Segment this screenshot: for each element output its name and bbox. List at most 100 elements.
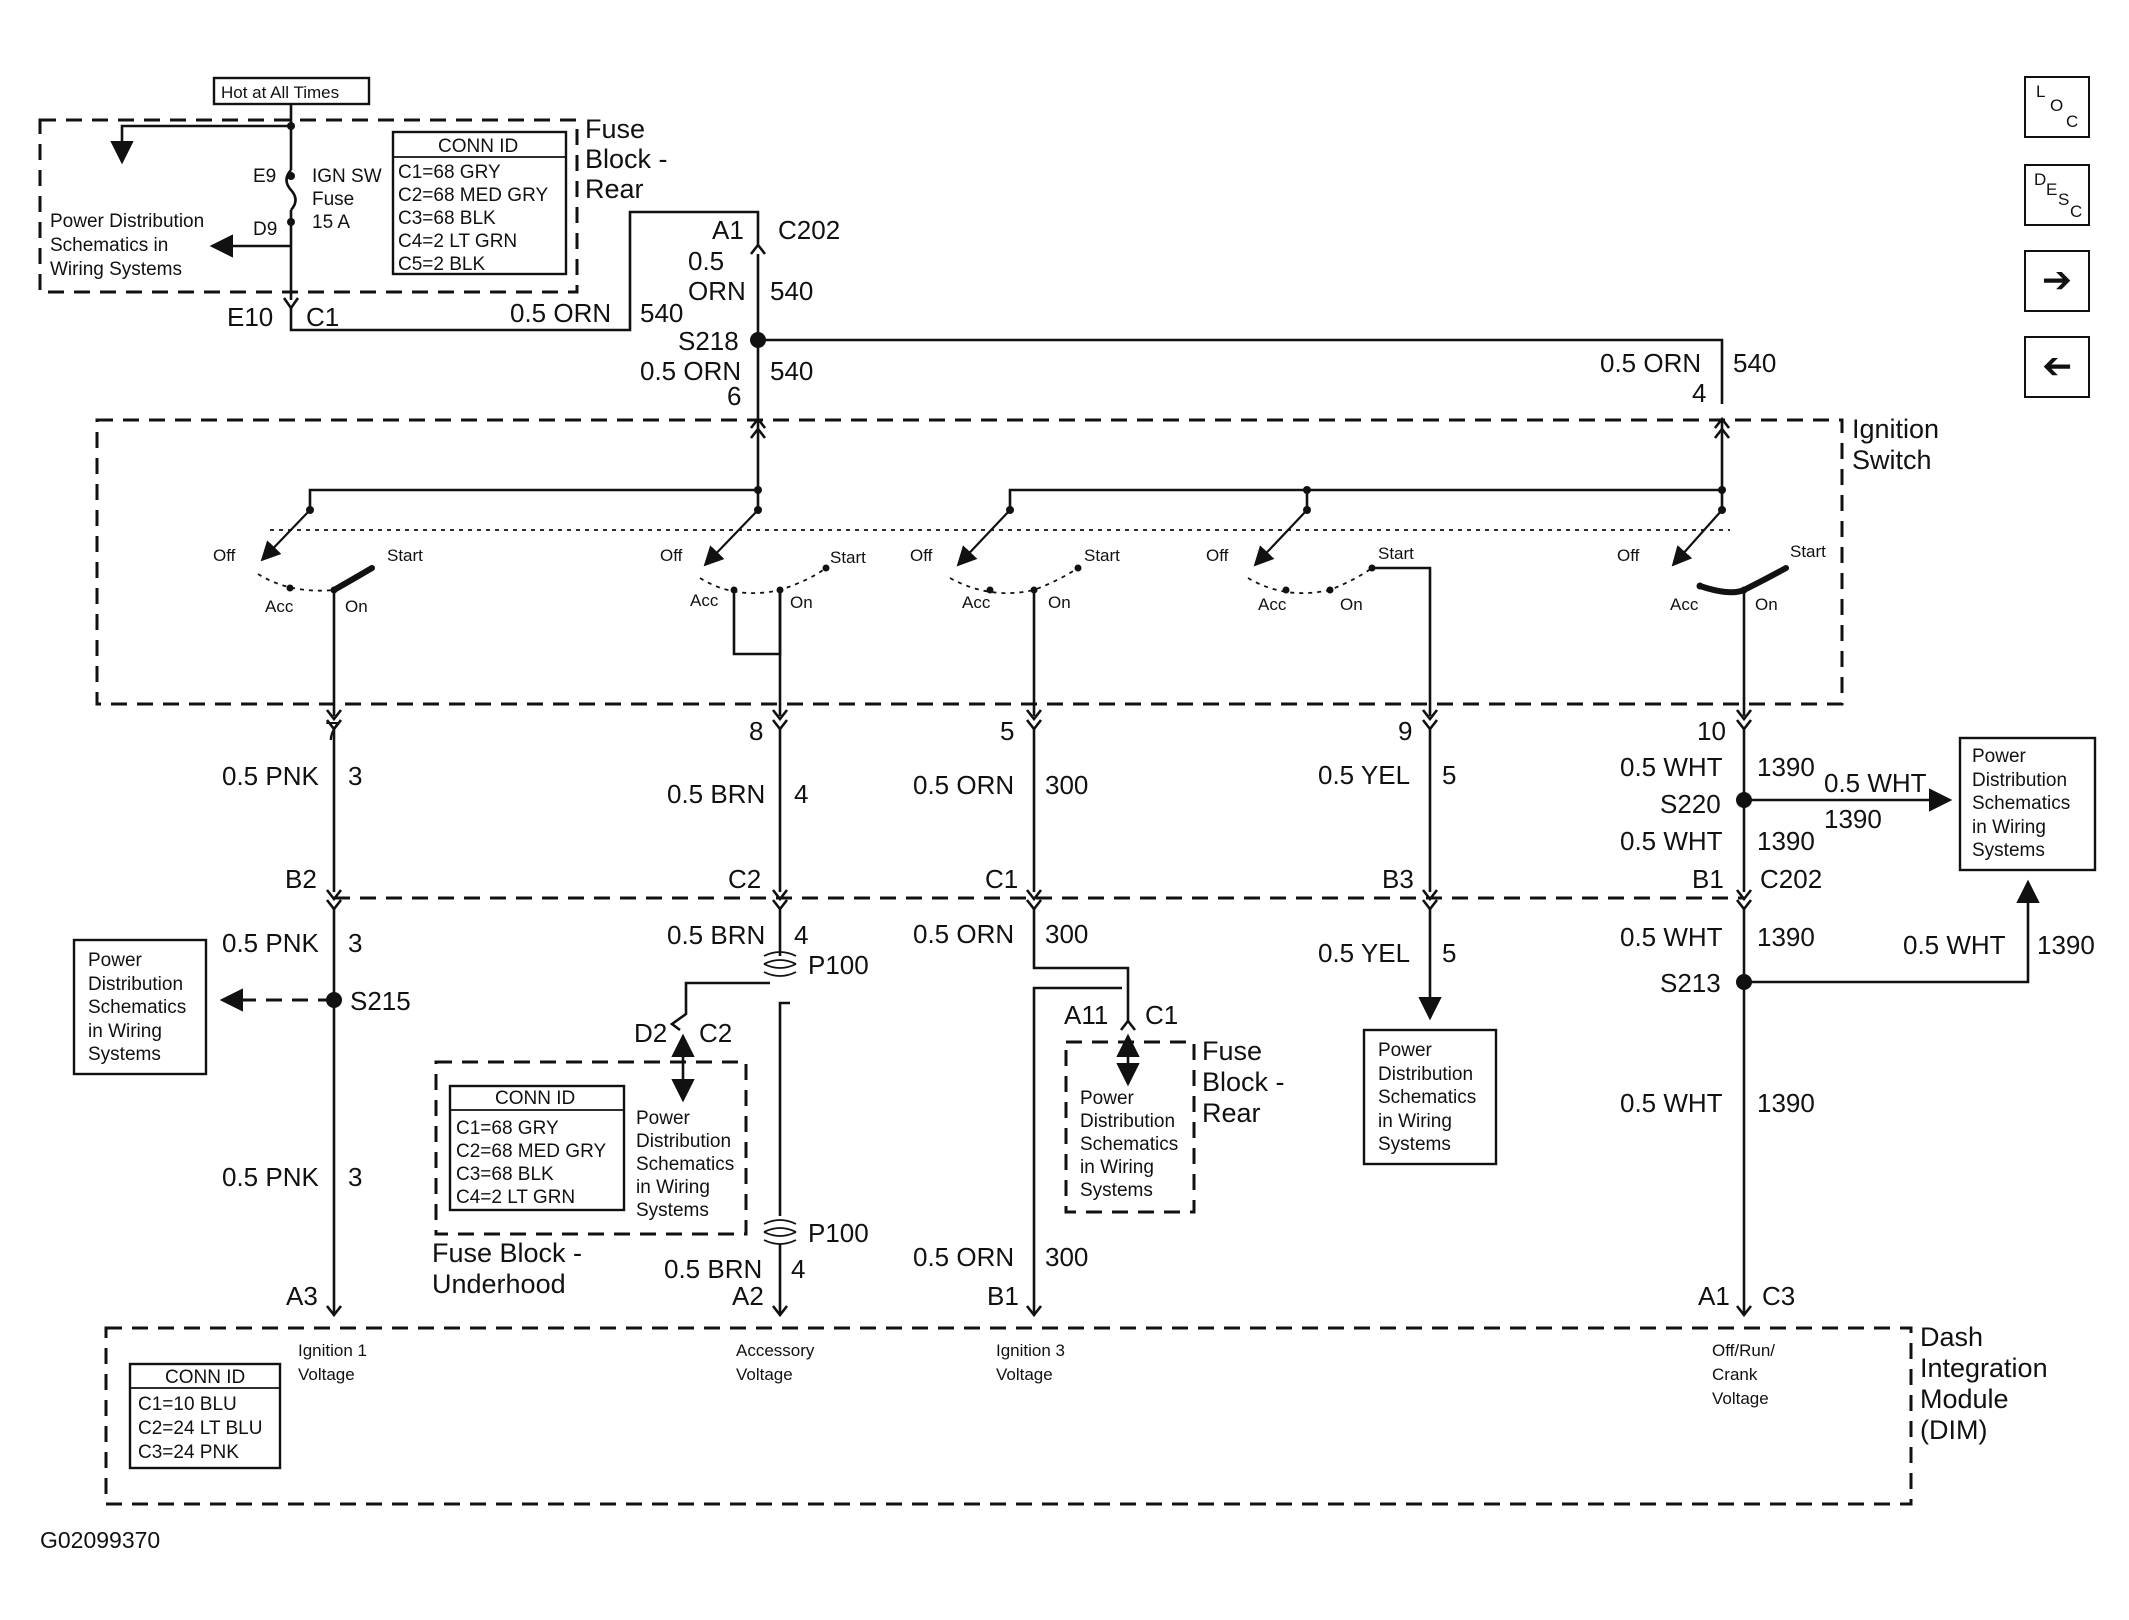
pds-box-yellow (1362, 1028, 1498, 1166)
svg-text:in Wiring: in Wiring (1378, 1111, 1452, 1132)
rear2-title-1: Fuse (1202, 1036, 1262, 1066)
c5-circ3: 1390 (1757, 1088, 1815, 1118)
circuit-accessory (669, 728, 797, 1318)
dim-title-2: Integration (1920, 1353, 2048, 1383)
dash-integration-module (104, 1326, 1913, 1506)
ignition-switch-outline (95, 418, 1844, 706)
conn-item-top-3: C3=68 BLK (398, 208, 496, 229)
d2-label: D2 (634, 1018, 667, 1048)
right-540-wire: 0.5 ORN (1600, 348, 1701, 378)
svg-text:Systems: Systems (1080, 1180, 1153, 1201)
bus-right (1008, 488, 1722, 510)
on-label-3: On (1048, 593, 1071, 612)
start-label-2: Start (830, 548, 866, 567)
svg-text:C4=2 LT GRN: C4=2 LT GRN (456, 1187, 575, 1208)
svg-text:Schematics: Schematics (636, 1154, 734, 1175)
pds-arrow-down (110, 124, 291, 165)
wire-540-right (758, 338, 1724, 404)
pin-9: 9 (1398, 716, 1412, 746)
c2-wire3: 0.5 BRN (664, 1254, 762, 1284)
e10-label: E10 (227, 302, 273, 332)
c2-wire2: 0.5 BRN (667, 920, 765, 950)
s215-label: S215 (350, 986, 411, 1016)
uh-title-1: Fuse Block - (432, 1238, 582, 1268)
ignition-switch-title-1: Ignition (1852, 414, 1939, 444)
bus-left (308, 488, 758, 510)
start-label-5: Start (1790, 542, 1826, 561)
orc-label-3: Voltage (1712, 1389, 1769, 1408)
ign3-label-1: Ignition 3 (996, 1341, 1065, 1360)
switch-pole-3 (949, 506, 1082, 716)
svg-text:C3=24 PNK: C3=24 PNK (138, 1442, 239, 1463)
branch-wire: 0.5 WHT (1824, 768, 1927, 798)
c1-wire: 0.5 PNK (222, 761, 319, 791)
svg-text:Power: Power (1080, 1088, 1135, 1109)
conn-id-title-top: CONN ID (438, 136, 518, 157)
c1-circ: 3 (348, 761, 362, 791)
c2-circ2: 4 (794, 920, 808, 950)
description-button[interactable]: D E S C (2024, 164, 2090, 226)
c1-conn: B2 (285, 864, 317, 894)
pin-7: 7 (325, 716, 339, 746)
s213-label: S213 (1660, 968, 1721, 998)
location-button[interactable]: L O C (2024, 76, 2090, 138)
svg-text:Schematics: Schematics (88, 997, 186, 1018)
c1-wire3: 0.5 PNK (222, 1162, 319, 1192)
c5-conn2: C202 (1760, 864, 1822, 894)
fuse-block-rear-outline (38, 118, 579, 294)
c4-wire: 0.5 YEL (1318, 760, 1410, 790)
svg-text:Power: Power (1378, 1040, 1433, 1061)
c3-circ2: 300 (1045, 919, 1088, 949)
c3-dim-pin: B1 (987, 1281, 1019, 1311)
off-label-4: Off (1206, 546, 1229, 565)
pin-4: 4 (1692, 378, 1706, 408)
svg-text:C1=10 BLU: C1=10 BLU (138, 1394, 237, 1415)
a1-label-top: A1 (712, 215, 744, 245)
svg-text:Distribution: Distribution (88, 974, 183, 995)
loc-letter-o: O (2050, 96, 2064, 115)
svg-text:Power: Power (88, 950, 143, 971)
pds-box-right (1958, 736, 2097, 872)
c5-circ2: 1390 (1757, 922, 1815, 952)
circ-540b: 540 (770, 276, 813, 306)
fuse-block-underhood (434, 1060, 748, 1236)
c202-a1-connector (749, 242, 767, 255)
s218-wire: 0.5 ORN (640, 356, 741, 386)
acc-label-4: Acc (1258, 595, 1287, 614)
svg-text:C2=68 MED GRY: C2=68 MED GRY (456, 1141, 606, 1162)
on-label-1: On (345, 597, 368, 616)
figure-id: G02099370 (40, 1527, 160, 1553)
circ-540-label: 540 (640, 298, 683, 328)
svg-text:Distribution: Distribution (1378, 1064, 1473, 1085)
p100b-label: P100 (808, 1218, 869, 1248)
acc-label-3: Acc (962, 593, 991, 612)
pds-box-left (72, 938, 208, 1076)
desc-letter-c: C (2070, 202, 2083, 221)
acc-v-label-2: Voltage (736, 1365, 793, 1384)
d9-dot (287, 218, 295, 226)
c3-wire2: 0.5 ORN (913, 919, 1014, 949)
c4-wire2: 0.5 YEL (1318, 938, 1410, 968)
ignition-switch-title-2: Switch (1852, 445, 1932, 475)
c1-wire2: 0.5 PNK (222, 928, 319, 958)
pds-top-3: Wiring Systems (50, 259, 182, 280)
next-page-button[interactable]: ➔ (2024, 250, 2090, 312)
s213-circ: 1390 (2037, 930, 2095, 960)
fuse-block-rear-title-2: Block - (585, 144, 668, 174)
c5-wire: 0.5 WHT (1620, 752, 1723, 782)
orc-label-1: Off/Run/ (1712, 1341, 1775, 1360)
orc-label-2: Crank (1712, 1365, 1758, 1384)
conn-item-top-1: C1=68 GRY (398, 162, 501, 183)
desc-letter-e: E (2046, 180, 2058, 199)
d9-label: D9 (253, 219, 277, 240)
e9-label: E9 (253, 166, 276, 187)
c4-circ2: 5 (1442, 938, 1456, 968)
svg-text:C2=24 LT BLU: C2=24 LT BLU (138, 1418, 262, 1439)
c3-circ3: 300 (1045, 1242, 1088, 1272)
c5-dim-pin: A1 (1698, 1281, 1730, 1311)
conn-item-top-5: C5=2 BLK (398, 254, 485, 275)
previous-page-button[interactable]: ➔ (2024, 336, 2090, 398)
c5-conn: B1 (1692, 864, 1724, 894)
c1-fbr-label: C1 (1145, 1000, 1178, 1030)
c5-wire-b: 0.5 WHT (1620, 826, 1723, 856)
